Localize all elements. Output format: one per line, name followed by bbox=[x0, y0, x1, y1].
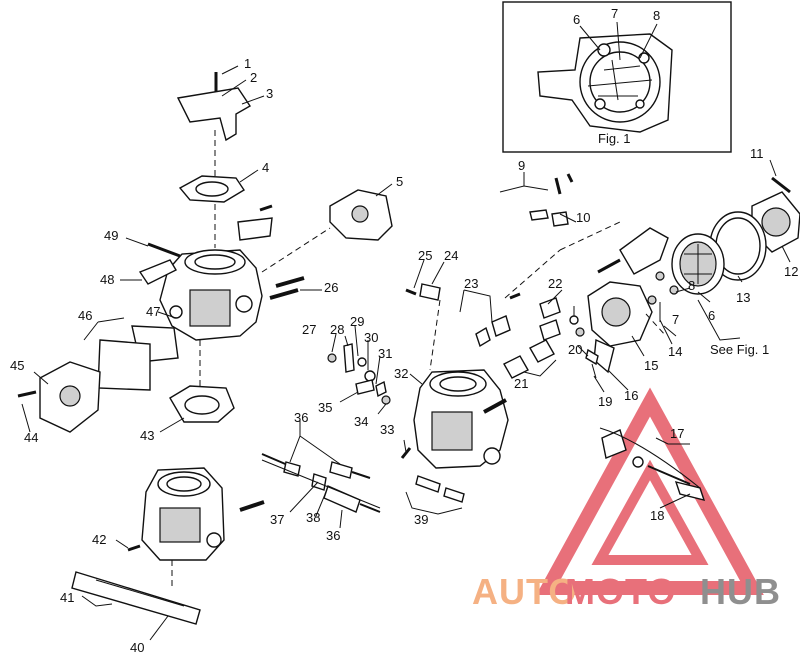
callout-29: 29 bbox=[350, 314, 364, 329]
callout-10: 10 bbox=[576, 210, 590, 225]
callout-14: 14 bbox=[668, 344, 682, 359]
callout-33: 33 bbox=[380, 422, 394, 437]
callout-20: 20 bbox=[568, 342, 582, 357]
watermark-logo: AUTO MOTO HUB bbox=[472, 387, 781, 612]
leader-lines bbox=[21, 65, 791, 641]
fig1-callout-8: 8 bbox=[653, 8, 660, 23]
callout-23: 23 bbox=[464, 276, 478, 291]
callout-17: 17 bbox=[670, 426, 684, 441]
callout-38: 38 bbox=[306, 510, 320, 525]
callout-31: 31 bbox=[378, 346, 392, 361]
center-carburetor bbox=[327, 283, 579, 503]
callout-15: 15 bbox=[644, 358, 658, 373]
callout-6b: 6 bbox=[708, 308, 715, 323]
callout-39: 39 bbox=[414, 512, 428, 527]
callout-24: 24 bbox=[444, 248, 458, 263]
callout-35: 35 bbox=[318, 400, 332, 415]
callout-7b: 7 bbox=[672, 312, 679, 327]
callout-12: 12 bbox=[784, 264, 798, 279]
logo-text-auto: AUTO bbox=[472, 571, 577, 612]
callout-3: 3 bbox=[266, 86, 273, 101]
see-fig1-note: See Fig. 1 bbox=[710, 342, 769, 357]
logo-text-moto: MOTO bbox=[565, 571, 676, 612]
fig1-caption: Fig. 1 bbox=[598, 131, 631, 146]
callout-28: 28 bbox=[330, 322, 344, 337]
callout-22: 22 bbox=[548, 276, 562, 291]
callout-5: 5 bbox=[396, 174, 403, 189]
callout-32: 32 bbox=[394, 366, 408, 381]
callout-47: 47 bbox=[146, 304, 160, 319]
callout-4: 4 bbox=[262, 160, 269, 175]
callout-27: 27 bbox=[302, 322, 316, 337]
callout-numbers: 1 2 3 4 5 49 48 46 47 26 45 44 43 42 41 … bbox=[10, 56, 798, 655]
callout-36b: 36 bbox=[326, 528, 340, 543]
callout-8b: 8 bbox=[688, 278, 695, 293]
fig1-callout-7: 7 bbox=[611, 6, 618, 21]
callout-34: 34 bbox=[354, 414, 368, 429]
callout-1: 1 bbox=[244, 56, 251, 71]
callout-36: 36 bbox=[294, 410, 308, 425]
callout-9: 9 bbox=[518, 158, 525, 173]
callout-41: 41 bbox=[60, 590, 74, 605]
callout-46: 46 bbox=[78, 308, 92, 323]
callout-21: 21 bbox=[514, 376, 528, 391]
callout-2: 2 bbox=[250, 70, 257, 85]
logo-text-hub: HUB bbox=[700, 571, 781, 612]
lower-left-carburetor bbox=[71, 467, 265, 625]
upper-left-assembly bbox=[17, 72, 393, 433]
fuel-lines bbox=[261, 453, 381, 513]
callout-16: 16 bbox=[624, 388, 638, 403]
callout-26: 26 bbox=[324, 280, 338, 295]
right-pump-assembly bbox=[499, 173, 800, 501]
callout-13: 13 bbox=[736, 290, 750, 305]
callout-40: 40 bbox=[130, 640, 144, 655]
callout-48: 48 bbox=[100, 272, 114, 287]
callout-43: 43 bbox=[140, 428, 154, 443]
fig1-callout-6: 6 bbox=[573, 12, 580, 27]
callout-18: 18 bbox=[650, 508, 664, 523]
callout-37: 37 bbox=[270, 512, 284, 527]
fig1-inset: 6 7 8 Fig. 1 bbox=[502, 1, 732, 153]
callout-30: 30 bbox=[364, 330, 378, 345]
callout-42: 42 bbox=[92, 532, 106, 547]
callout-11: 11 bbox=[750, 146, 764, 161]
callout-49: 49 bbox=[104, 228, 118, 243]
callout-44: 44 bbox=[24, 430, 38, 445]
callout-25: 25 bbox=[418, 248, 432, 263]
callout-45: 45 bbox=[10, 358, 24, 373]
callout-19: 19 bbox=[598, 394, 612, 409]
